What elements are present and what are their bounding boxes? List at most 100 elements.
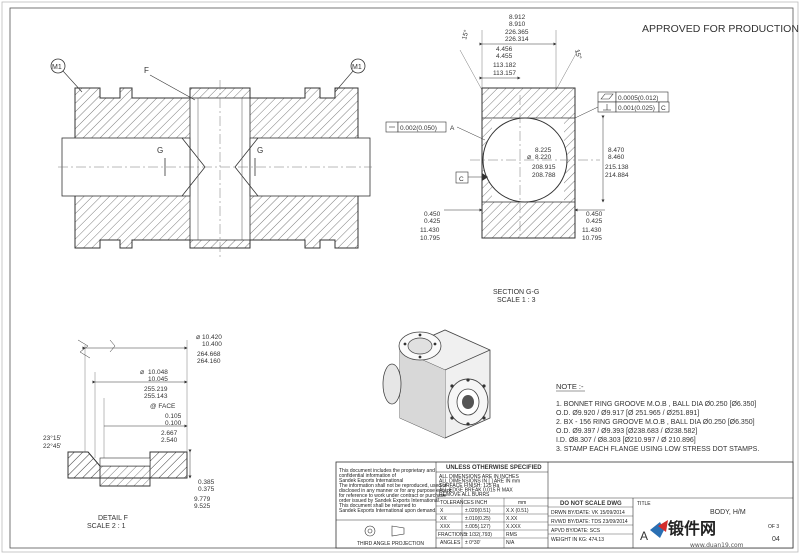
datum-c-box: [455, 171, 469, 184]
fcf-a-datum: A: [450, 125, 455, 132]
section-g-left: G: [157, 146, 163, 155]
diameter-symbol-d2: ⌀: [140, 369, 144, 376]
approved-by: APVD BY/DATE: SCS: [551, 528, 601, 534]
proprietary-line: The information shall not be reproduced,…: [339, 483, 447, 489]
proprietary-line: for reference to work under contract or …: [339, 493, 446, 499]
doc-number: A: [640, 529, 648, 543]
dim-d3-b: 0.100: [165, 420, 182, 427]
proprietary-line: This document shall be returned to: [339, 503, 416, 509]
dim-d4-c: 9.779: [194, 496, 211, 503]
detail-f-callout: F: [144, 66, 149, 75]
dim-d2-b: 10.045: [148, 376, 168, 383]
approval-stamp: APPROVED FOR PRODUCTION: [642, 23, 799, 35]
section-gg-view: 8.912 8.910 226.365 226.314 4.456 4.455 …: [385, 14, 670, 304]
tol-key: FRACTIONS: [438, 532, 468, 538]
weight: WEIGHT IN KG: 474.13: [551, 537, 604, 543]
dim-top-d: 226.314: [505, 36, 529, 43]
spec-row: ALL DIMENSIONS IN [ ] ARE IN mm: [439, 479, 520, 485]
projection-label: THIRD ANGLE PROJECTION: [357, 541, 424, 547]
dim-top-c: 226.365: [505, 29, 529, 36]
dim-br-c: 11.430: [582, 227, 602, 234]
dim-bl-a: 0.450: [424, 211, 441, 218]
main-section-view: G G M1 M1 F: [50, 58, 372, 258]
dim-d2-c: 255.219: [144, 386, 168, 393]
tol-inch: ± 1/32(.793): [465, 532, 492, 538]
fcf-a-tolerance: 0.002(0.050): [400, 125, 437, 132]
notes-block: NOTE :- 1. BONNET RING GROOVE M.O.B , BA…: [556, 382, 759, 453]
spec-row: ALL EDGE BREAK 0.015 R MAX: [439, 488, 513, 494]
note-line: O.D. Ø9.920 / Ø9.917 [Ø 251.965 / Ø251.8…: [556, 410, 699, 417]
proprietary-line: Sandek Exports International: [339, 478, 403, 484]
proprietary-line: disclosed in any manner or for any purpo…: [339, 488, 452, 494]
dim-d3-c: 2.667: [161, 430, 178, 437]
flatness-tolerance: 0.0005(0.012): [618, 95, 658, 102]
tol-key: XXX: [440, 524, 451, 530]
perpendicularity-tolerance: 0.001(0.025): [618, 105, 655, 112]
dim-bl-b: 0.425: [424, 218, 441, 225]
m1-balloon-left: [50, 58, 66, 74]
watermark-url: www.duan19.com: [690, 542, 744, 549]
dim-angle-left: 15°: [460, 29, 470, 41]
section-g-right: G: [257, 146, 263, 155]
dim-inner-d: 113.157: [493, 70, 516, 77]
diameter-symbol-d1: ⌀: [196, 334, 200, 341]
detail-f-scale: SCALE 2 : 1: [87, 523, 126, 530]
tol-header-c: mm: [518, 500, 526, 506]
dim-d4-a: 0.385: [198, 479, 215, 486]
spec-header: UNLESS OTHERWISE SPECIFIED: [446, 465, 542, 471]
dim-d3-a: 0.105: [165, 413, 182, 420]
dim-d4-d: 9.525: [194, 503, 211, 510]
dim-dia-a: 8.225: [535, 147, 552, 154]
note-line: 3. STAMP EACH FLANGE USING LOW STRESS DO…: [556, 446, 759, 453]
dim-angle-a: 23°15': [43, 434, 61, 442]
proprietary-line: This document includes the proprietary a…: [339, 468, 435, 474]
datum-c-label: C: [459, 176, 464, 183]
dim-right-d: 214.884: [605, 172, 629, 179]
watermark-text: 锻件网: [668, 519, 716, 538]
dim-br-b: 0.425: [586, 218, 603, 225]
spec-row: ALL DIMENSIONS ARE IN INCHES: [439, 474, 519, 480]
notes-heading: NOTE :-: [556, 382, 584, 391]
dim-d1-d: 264.160: [197, 358, 221, 365]
dim-bl-c: 11.430: [420, 227, 440, 234]
dim-br-d: 10.795: [582, 235, 602, 242]
sheet-number: OF 3: [768, 524, 779, 530]
tol-key: ANGLES: [440, 540, 461, 546]
section-gg-label: SECTION G-G: [493, 289, 539, 296]
dim-d4-b: 0.375: [198, 486, 215, 493]
dim-angle-b: 22°45': [43, 442, 61, 450]
dim-inner-c: 113.182: [493, 62, 516, 69]
title-label: TITLE: [637, 501, 651, 507]
tol-header-a: TOLERANCES: [440, 500, 474, 506]
tol-header-b: INCH: [475, 500, 488, 506]
tol-inch: ±.010(0.25): [465, 516, 491, 522]
dim-right-c: 215.138: [605, 164, 629, 171]
dim-top-b: 8.910: [509, 21, 526, 28]
tol-inch: ±.005(.127): [465, 524, 491, 530]
dim-top-a: 8.912: [509, 14, 526, 21]
drawn-by: DRWN BY/DATE: VK 15/09/2014: [551, 510, 625, 516]
reviewed-by: RVWD BY/DATE: TDS 23/09/2014: [551, 519, 628, 525]
section-gg-scale: SCALE 1 : 3: [497, 297, 536, 304]
tol-mm: X.XXX: [506, 524, 521, 530]
proprietary-line: confidential information of: [339, 473, 397, 479]
tol-inch: ± 0°30': [465, 540, 480, 546]
dim-bl-d: 10.795: [420, 235, 440, 242]
tol-key: X: [440, 508, 444, 514]
dim-d1-c: 264.668: [197, 351, 221, 358]
tol-mm: RMS: [506, 532, 518, 538]
tol-mm: N/A: [506, 540, 515, 546]
dim-dia-d: 208.788: [532, 172, 556, 179]
dim-inner-a: 4.456: [496, 46, 513, 53]
proprietary-line: Sandek Exports International upon demand…: [339, 508, 437, 514]
detail-f-label: DETAIL F: [98, 515, 128, 522]
dim-br-a: 0.450: [586, 211, 603, 218]
dim-dia-b: 8.220: [535, 154, 552, 161]
dim-d1-a: 10.420: [202, 334, 222, 341]
revision: 04: [772, 536, 780, 543]
watermark-logo: 锻件网 www.duan19.com: [650, 519, 744, 549]
tol-key: XX: [440, 516, 447, 522]
note-line: O.D. Ø9.397 / Ø9.393 [Ø238.683 / Ø238.58…: [556, 428, 697, 435]
